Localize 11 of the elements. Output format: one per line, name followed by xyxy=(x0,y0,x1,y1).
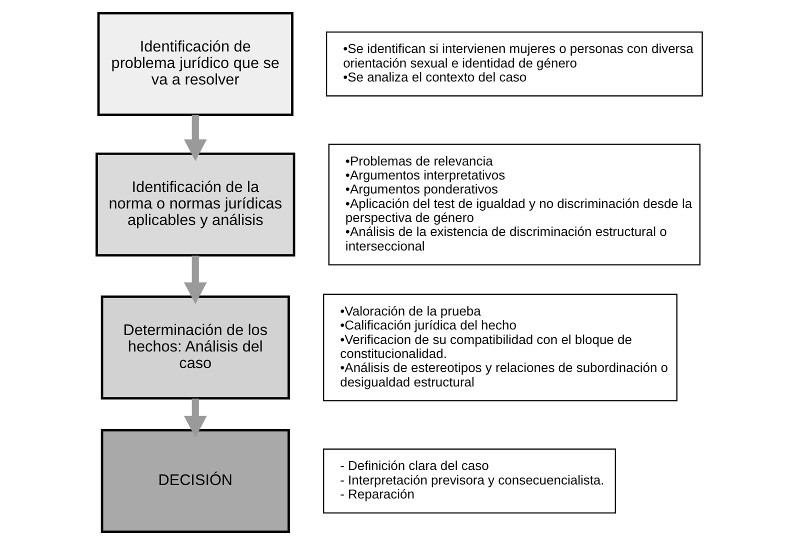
node-box: •Valoración de la prueba •Calificación jurídica del hecho •Verificacion de su compatibilidad con el bloque de constitucionalidad. •Análisis de estereotipos y relaciones de subordinación o desigualdad estructural xyxy=(323,294,678,402)
node-box: •Se identifican si intervienen mujeres o personas con diversa orientación sexual e identidad de género •Se analiza el contexto del caso xyxy=(326,31,703,96)
arrow xyxy=(184,115,207,162)
node-box: Determinación de los hechos: Análisis del caso xyxy=(100,296,290,400)
node-box: •Problemas de relevancia •Argumentos interpretativos •Argumentos ponderativos •Aplicación del test de igualdad y no discriminación desde la perspectiva de género •Análisis de la existencia de discriminación estructural o interseccional xyxy=(328,144,700,266)
arrow xyxy=(184,398,207,438)
node-box: DECISIÓN xyxy=(100,429,290,534)
node-box: Identificación de la norma o normas jurídicas aplicables y análisis xyxy=(96,152,296,257)
arrow xyxy=(184,256,207,304)
node-box: - Definición clara del caso - Interpretación previsora y consecuencialista. - Reparación xyxy=(323,448,616,514)
node-box: Identificación de problema jurídico que se va a resolver xyxy=(97,12,294,116)
